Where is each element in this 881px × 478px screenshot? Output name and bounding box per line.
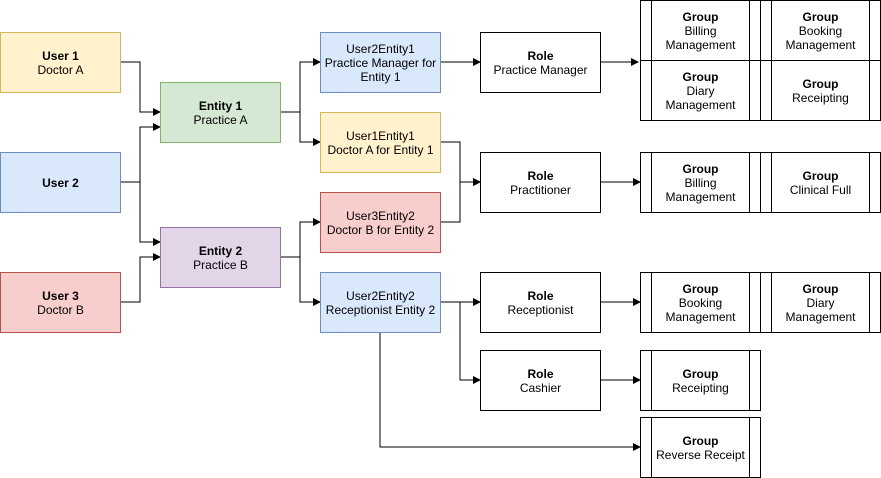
entity-1-node: Entity 1 Practice A bbox=[160, 82, 281, 143]
group-title: Group bbox=[802, 168, 839, 183]
edge-user2entity2-role-cashier bbox=[459, 302, 481, 384]
edge-user2entity2-group-reverse-receipt bbox=[379, 333, 641, 451]
edge-user1-entity1 bbox=[121, 61, 161, 116]
edge-entity2-user2entity2 bbox=[281, 256, 321, 306]
group-subtitle: Booking Management bbox=[785, 23, 856, 52]
group-title: Group bbox=[802, 76, 839, 91]
edge-user1entity1-role-practitioner bbox=[441, 141, 481, 186]
entity-2-title: Entity 2 bbox=[198, 243, 243, 258]
edge-entity2-user3entity2 bbox=[281, 218, 321, 258]
role-practice-manager-node: Role Practice Manager bbox=[480, 32, 601, 93]
user1-entity1-node: User1Entity1 Doctor A for Entity 1 bbox=[320, 112, 441, 173]
group-subtitle: Billing Management bbox=[665, 175, 736, 204]
group-subtitle: Billing Management bbox=[665, 23, 736, 52]
role-title: Role bbox=[527, 366, 554, 381]
group-receipting-node: Group Receipting bbox=[760, 60, 881, 121]
group-title: Group bbox=[682, 281, 719, 296]
group-subtitle: Diary Management bbox=[665, 83, 736, 112]
entity-2-node: Entity 2 Practice B bbox=[160, 227, 281, 288]
user-2-title: User 2 bbox=[42, 175, 79, 190]
group-billing-management-node: Group Billing Management bbox=[640, 152, 761, 213]
role-subtitle: Receptionist bbox=[507, 302, 574, 317]
user2-entity1-node: User2Entity1 Practice Manager for Entity… bbox=[320, 32, 441, 93]
edge-user2-entity1 bbox=[121, 123, 161, 183]
role-title: Role bbox=[527, 288, 554, 303]
edge-user3-entity2 bbox=[121, 253, 161, 303]
group-subtitle: Receipting bbox=[792, 90, 849, 105]
role-subtitle: Practitioner bbox=[510, 182, 571, 197]
group-diary-management-node: Group Diary Management bbox=[760, 272, 881, 333]
user-3-node: User 3 Doctor B bbox=[0, 272, 121, 333]
role-cashier-node: Role Cashier bbox=[480, 350, 601, 411]
role-practitioner-node: Role Practitioner bbox=[480, 152, 601, 213]
user3-entity2-node: User3Entity2 Doctor B for Entity 2 bbox=[320, 192, 441, 253]
edge-entity1-user2entity1 bbox=[281, 58, 321, 113]
role-subtitle: Practice Manager bbox=[493, 62, 588, 77]
group-title: Group bbox=[682, 69, 719, 84]
group-title: Group bbox=[682, 161, 719, 176]
entity-1-subtitle: Practice A bbox=[193, 112, 248, 127]
group-reverse-receipt-node: Group Reverse Receipt bbox=[640, 417, 761, 478]
group-subtitle: Clinical Full bbox=[789, 182, 852, 197]
user2-entity2-node: User2Entity2 Receptionist Entity 2 bbox=[320, 272, 441, 333]
user-1-subtitle: Doctor A bbox=[37, 62, 84, 77]
user-1-node: User 1 Doctor A bbox=[0, 32, 121, 93]
group-receipting-node: Group Receipting bbox=[640, 350, 761, 411]
group-billing-management-node: Group Billing Management bbox=[640, 0, 761, 61]
group-subtitle: Reverse Receipt bbox=[656, 447, 745, 462]
group-booking-management-node: Group Booking Management bbox=[640, 272, 761, 333]
edge-entity1-user1entity1 bbox=[281, 111, 321, 146]
group-title: Group bbox=[802, 281, 839, 296]
user-1-title: User 1 bbox=[42, 48, 79, 63]
user-3-title: User 3 bbox=[42, 288, 79, 303]
role-title: Role bbox=[527, 168, 554, 183]
group-title: Group bbox=[802, 9, 839, 24]
role-title: Role bbox=[527, 48, 554, 63]
user2-entity1-label: User2Entity1 Practice Manager for Entity… bbox=[324, 41, 437, 84]
edge-user2-entity2 bbox=[121, 181, 161, 246]
group-subtitle: Diary Management bbox=[785, 295, 856, 324]
group-title: Group bbox=[682, 366, 719, 381]
role-receptionist-node: Role Receptionist bbox=[480, 272, 601, 333]
group-booking-management-node: Group Booking Management bbox=[760, 0, 881, 61]
group-diary-management-node: Group Diary Management bbox=[640, 60, 761, 121]
group-subtitle: Receipting bbox=[672, 380, 729, 395]
entity-2-subtitle: Practice B bbox=[193, 257, 248, 272]
group-title: Group bbox=[682, 9, 719, 24]
group-title: Group bbox=[682, 433, 719, 448]
user3-entity2-label: User3Entity2 Doctor B for Entity 2 bbox=[326, 208, 435, 237]
role-subtitle: Cashier bbox=[519, 380, 562, 395]
user2-entity2-label: User2Entity2 Receptionist Entity 2 bbox=[325, 288, 436, 317]
user-3-subtitle: Doctor B bbox=[37, 302, 84, 317]
user1-entity1-label: User1Entity1 Doctor A for Entity 1 bbox=[327, 128, 434, 157]
entity-1-title: Entity 1 bbox=[198, 98, 243, 113]
edge-user3entity2-role-practitioner bbox=[441, 178, 481, 223]
user-2-node: User 2 bbox=[0, 152, 121, 213]
group-subtitle: Booking Management bbox=[665, 295, 736, 324]
group-clinical-full-node: Group Clinical Full bbox=[760, 152, 881, 213]
